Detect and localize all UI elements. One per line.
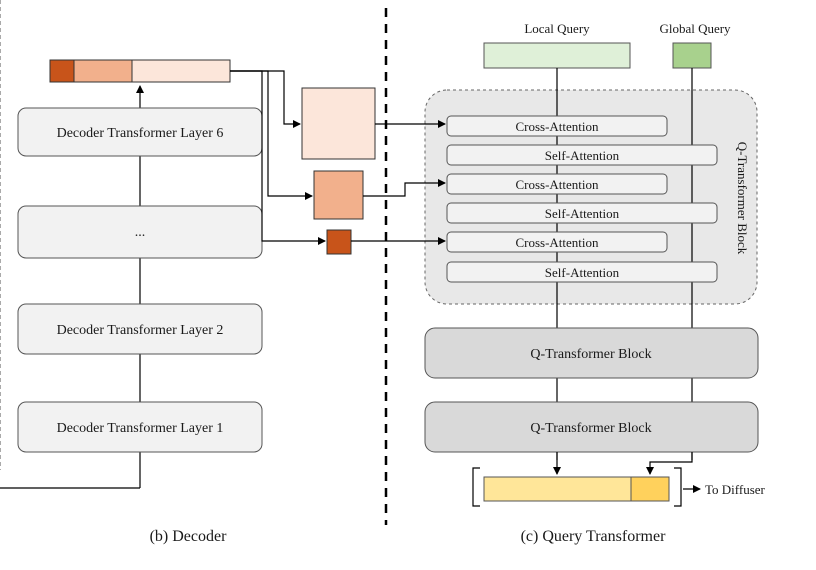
token-dark [49, 59, 75, 83]
token-mid [73, 59, 133, 83]
q-transformer-block-3: Q-Transformer Block [424, 401, 759, 453]
decoder-layer-2: Decoder Transformer Layer 2 [17, 303, 263, 355]
svg-text:Cross-Attention: Cross-Attention [515, 177, 599, 192]
svg-text:Self-Attention: Self-Attention [545, 265, 620, 280]
svg-text:Self-Attention: Self-Attention [545, 206, 620, 221]
svg-text:Q-Transformer Block: Q-Transformer Block [530, 421, 651, 436]
output-bracket-left [472, 467, 480, 507]
token-light [131, 59, 231, 83]
svg-text:Q-Transformer Block: Q-Transformer Block [530, 347, 651, 362]
feature-small [326, 229, 352, 255]
local-query-label: Local Query [524, 21, 590, 36]
decoder-caption: (b) Decoder [150, 528, 228, 545]
decoder-output-tokens [49, 59, 231, 83]
output-bracket-right [674, 467, 682, 507]
local-query-box [483, 42, 631, 69]
svg-text:Cross-Attention: Cross-Attention [515, 119, 599, 134]
decoder-layer-1: Decoder Transformer Layer 1 [17, 401, 263, 453]
to-diffuser-label: To Diffuser [705, 482, 766, 497]
global-output-arrow [646, 452, 693, 475]
self-attention-3: Self-Attention [446, 261, 718, 283]
svg-text:Self-Attention: Self-Attention [545, 148, 620, 163]
cross-attention-2: Cross-Attention [446, 173, 668, 195]
decoder-layer-2-label: Decoder Transformer Layer 2 [57, 323, 224, 338]
feature-large [301, 87, 376, 160]
q-transformer-block-2: Q-Transformer Block [424, 327, 759, 379]
feature-to-cross-attention-arrows [351, 120, 446, 245]
decoder-layer-6: Decoder Transformer Layer 6 [17, 107, 263, 157]
output-local-token [483, 476, 632, 502]
self-attention-2: Self-Attention [446, 202, 718, 224]
global-query-label: Global Query [659, 21, 731, 36]
cross-attention-1: Cross-Attention [446, 115, 668, 137]
decoder-layer-6-label: Decoder Transformer Layer 6 [57, 126, 224, 141]
routing-lines [230, 70, 326, 245]
feature-medium [313, 170, 364, 220]
self-attention-1: Self-Attention [446, 144, 718, 166]
svg-text:Cross-Attention: Cross-Attention [515, 235, 599, 250]
output-tokens [472, 467, 682, 507]
decoder-ellipsis-label: ... [135, 225, 146, 240]
query-transformer-caption: (c) Query Transformer [521, 528, 667, 545]
decoder-layer-ellipsis: ... [17, 205, 263, 259]
global-query-box [672, 42, 712, 69]
expanded-block-label: Q-Transformer Block [735, 142, 750, 255]
decoder-layer-1-label: Decoder Transformer Layer 1 [57, 421, 224, 436]
cross-attention-3: Cross-Attention [446, 231, 668, 253]
output-global-token [630, 476, 670, 502]
